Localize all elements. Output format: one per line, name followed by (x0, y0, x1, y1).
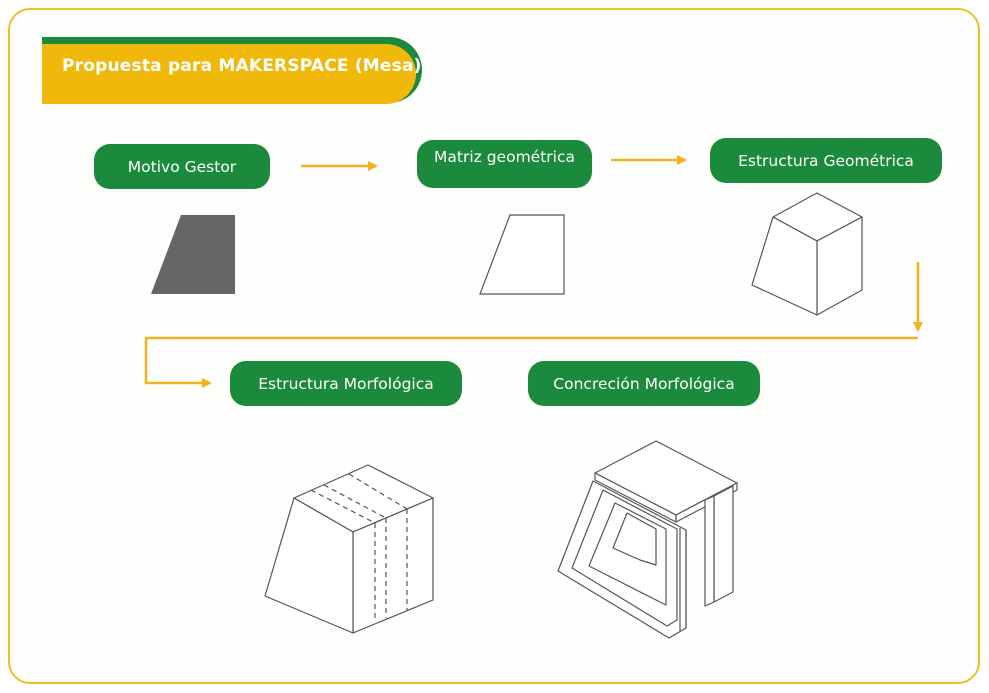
step-concrecion-morfologica: Concreción Morfológica (528, 361, 760, 406)
diagram-frame (8, 8, 980, 684)
estructura-morfologica-shape (264, 464, 434, 634)
flow-arrows (144, 155, 923, 388)
estructura-geometrica-shape (751, 192, 863, 316)
motivo-gestor-shape (151, 215, 235, 294)
matriz-geometrica-shape (479, 214, 565, 295)
step-estructura-morfologica: Estructura Morfológica (230, 361, 462, 406)
concrecion-morfologica-shape (557, 440, 738, 639)
step-motivo-gestor: Motivo Gestor (94, 144, 270, 189)
page-title: Propuesta para MAKERSPACE (Mesa) (62, 56, 422, 76)
estructura-morfologica-dashes (310, 473, 408, 622)
step-estructura-geometrica: Estructura Geométrica (710, 138, 942, 183)
arrow-return-to-4 (144, 336, 918, 388)
step-matriz-geometrica: Matriz geométrica (417, 140, 592, 188)
banner-yellow-band (42, 44, 416, 104)
